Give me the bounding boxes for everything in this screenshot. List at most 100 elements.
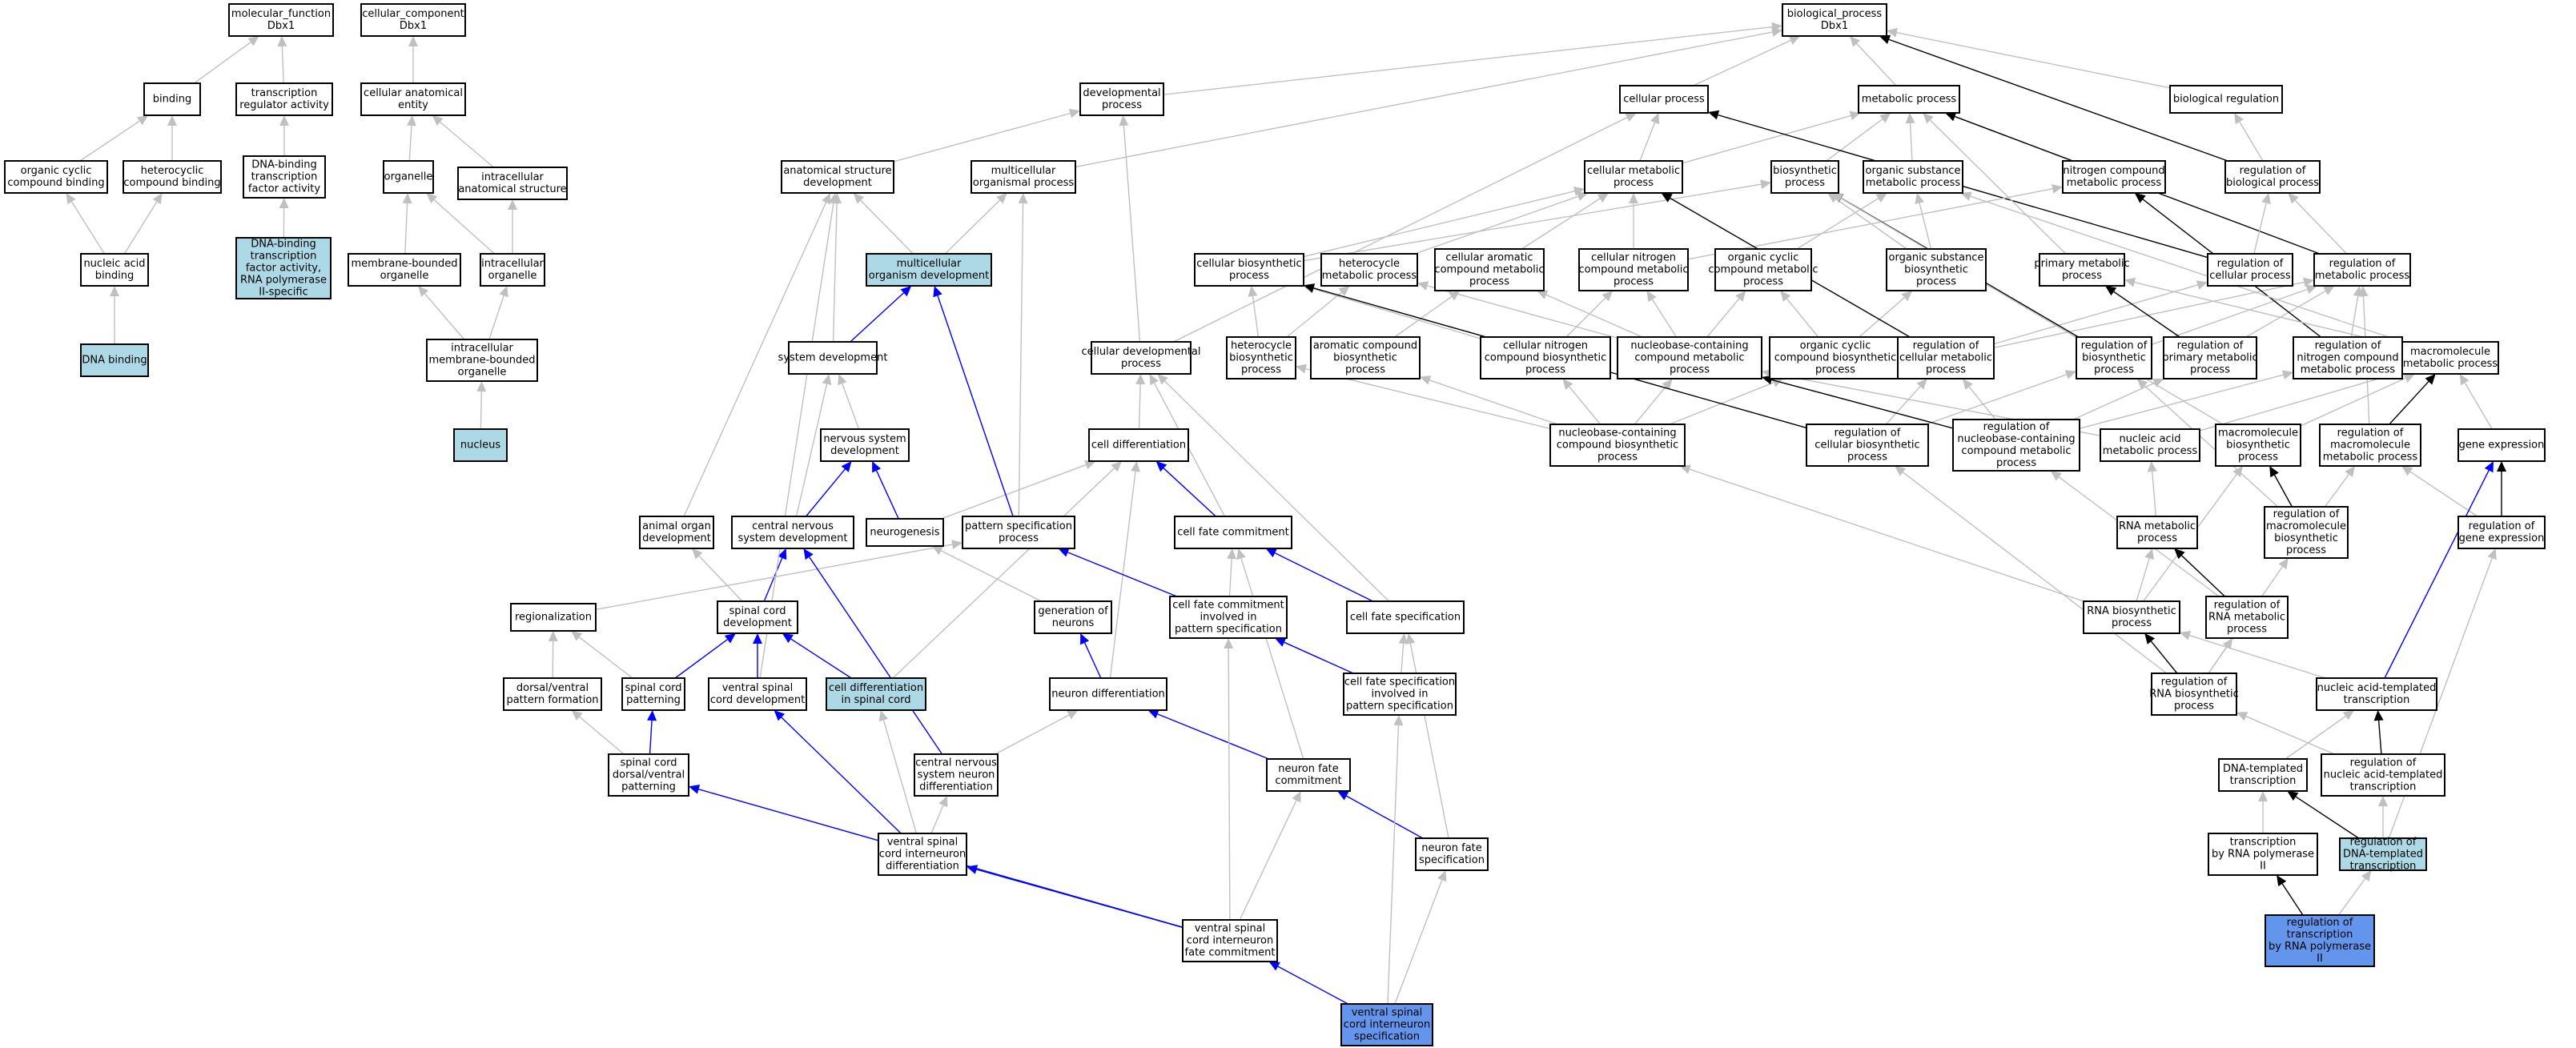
node-label-line: regulation of xyxy=(2177,340,2244,352)
go-term-node-organelle[interactable]: organelle xyxy=(383,160,434,194)
go-term-node-cfc[interactable]: cell fate commitment xyxy=(1174,516,1292,549)
edge-mmp-to-osmp xyxy=(1960,191,2403,343)
go-term-node-metproc[interactable]: metabolic process xyxy=(1858,85,1960,114)
go-term-node-regionalization[interactable]: regionalization xyxy=(510,603,597,632)
go-term-node-geneexp[interactable]: gene expression xyxy=(2457,428,2546,462)
go-term-node-neurondiff[interactable]: neuron differentiation xyxy=(1049,677,1167,711)
go-term-node-nucleus[interactable]: nucleus xyxy=(453,428,508,462)
edge-line xyxy=(1706,298,1740,338)
go-term-node-dnabind[interactable]: DNA binding xyxy=(80,343,149,377)
go-term-node-sysdev[interactable]: system development xyxy=(778,341,888,375)
edge-vscid-to-cdisc xyxy=(878,710,918,834)
go-term-node-neurogenesis[interactable]: neurogenesis xyxy=(866,518,944,547)
go-term-node-cfs[interactable]: cell fate specification xyxy=(1346,600,1465,634)
go-term-node-bioreg[interactable]: biological regulation xyxy=(2169,85,2283,114)
go-term-node-cellproc[interactable]: cellular process xyxy=(1619,85,1709,114)
go-term-node-regnccmp[interactable]: regulation ofnucleobase-containingcompou… xyxy=(1952,419,2080,472)
go-term-node-binding[interactable]: binding xyxy=(143,82,201,116)
go-term-node-celldiff[interactable]: cell differentiation xyxy=(1088,428,1189,462)
go-term-node-regmbp[interactable]: regulation ofmacromoleculebiosyntheticpr… xyxy=(2264,506,2349,559)
edge-line xyxy=(2409,471,2478,517)
